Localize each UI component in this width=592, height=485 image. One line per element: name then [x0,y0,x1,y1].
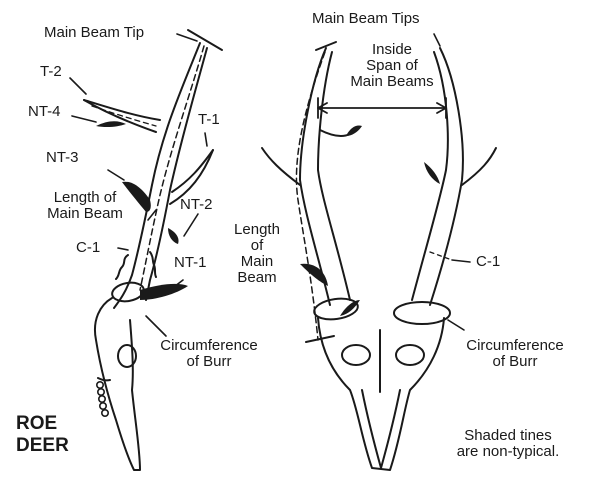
side-t2-measure-line [92,106,156,126]
nt1-tine [140,284,188,300]
label-main-beam-tips: Main Beam Tips [312,11,420,27]
label-line: Length of [30,190,140,206]
front-right-tine [424,162,440,184]
label-t2: T-2 [40,64,62,80]
label-line: of Burr [138,354,280,370]
front-main-beam-measure-line [296,52,325,340]
label-line: are non-typical. [438,444,578,460]
label-length-main-beam-side: Length of Main Beam [30,190,140,222]
label-line: Shaded tines [438,428,578,444]
label-nt1: NT-1 [174,255,207,271]
label-length-main-beam-front: Length of Main Beam [222,222,292,286]
label-line: Inside [340,42,444,58]
title-roe-deer: ROE DEER [16,413,69,457]
front-c1-measure-line [430,252,452,260]
label-line: Main Beam [30,206,140,222]
label-t1: T-1 [198,112,220,128]
title-line: ROE [16,413,69,435]
label-line: Main [222,254,292,270]
label-circumference-burr-front: Circumference of Burr [448,338,582,370]
title-line: DEER [16,435,69,457]
front-left-tine [346,125,362,136]
label-line: Main Beams [340,74,444,90]
label-c1-front: C-1 [476,254,500,270]
label-shaded-note: Shaded tines are non-typical. [438,428,578,460]
label-line: Span of [340,58,444,74]
label-nt2: NT-2 [180,197,213,213]
label-c1-side: C-1 [76,240,100,256]
label-line: Circumference [448,338,582,354]
label-main-beam-tip: Main Beam Tip [44,25,144,41]
label-line: of [222,238,292,254]
front-base-tine-1 [300,264,328,286]
shaded-tines [96,121,440,316]
label-line: of Burr [448,354,582,370]
front-view-antlers [262,48,496,470]
label-inside-span: Inside Span of Main Beams [340,42,444,90]
label-line: Circumference [138,338,280,354]
inside-span-arrow [318,98,446,118]
label-circumference-burr-side: Circumference of Burr [138,338,280,370]
label-line: Length [222,222,292,238]
label-nt4: NT-4 [28,104,61,120]
nt2-tine [168,228,179,244]
label-line: Beam [222,270,292,286]
nt4-tine [96,121,126,127]
label-nt3: NT-3 [46,150,79,166]
